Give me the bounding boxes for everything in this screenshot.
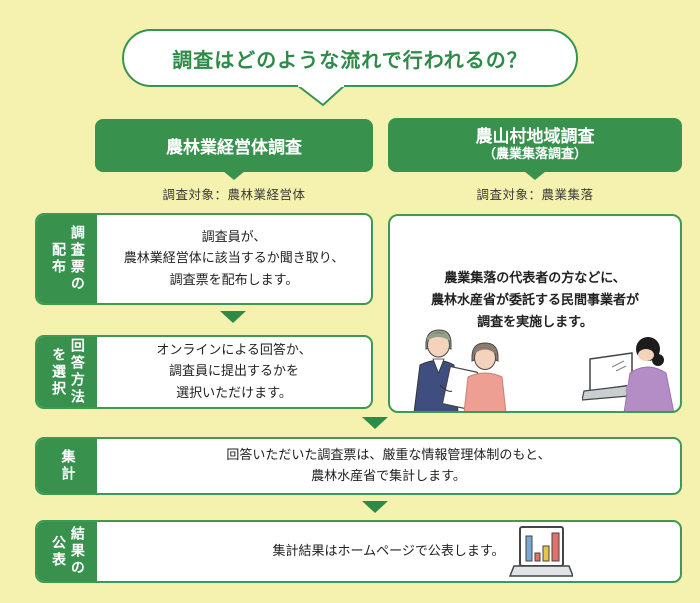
step-body-answer-method: オンラインによる回答か、 調査員に提出するかを 選択いただけます。 bbox=[156, 342, 312, 401]
step-body-publication: 集計結果はホームページで公表します。 bbox=[272, 543, 505, 559]
step-row-distribute: 調査票の 配布 調査員が、 農林業経営体に該当するか聞き取り、 調査票を配布しま… bbox=[35, 213, 373, 305]
down-arrow-icon bbox=[362, 417, 388, 429]
right-survey-subject: 調査対象：農業集落 bbox=[476, 187, 594, 202]
right-column-title-line2: （農業集落調査） bbox=[482, 147, 587, 163]
right-header-tail-icon bbox=[524, 171, 546, 180]
step-body-tabulation: 回答いただいた調査票は、厳重な情報管理体制のもと、 農林水産省で集計します。 bbox=[226, 447, 551, 484]
step-label-distribute: 調査票の 配布 bbox=[37, 215, 97, 303]
right-survey-box: 農業集落の代表者の方などに、 農林水産省が委託する民間事業者が 調査を実施します… bbox=[388, 214, 682, 413]
left-header-tail-icon bbox=[223, 171, 245, 180]
step-label-text: 回答方法 を選択 bbox=[50, 338, 85, 406]
laptop-bar-chart-icon bbox=[509, 526, 573, 577]
step-label-text: 結果の 公表 bbox=[50, 526, 85, 577]
left-column-header: 農林業経営体調査 bbox=[95, 119, 373, 172]
laptop-woman-illustration bbox=[582, 337, 675, 411]
step-row-tabulation: 集計 回答いただいた調査票は、厳重な情報管理体制のもと、 農林水産省で集計します… bbox=[35, 437, 682, 495]
down-arrow-icon bbox=[220, 311, 246, 323]
right-column-title-line1: 農山村地域調査 bbox=[475, 127, 595, 147]
step-body-distribute: 調査員が、 農林業経営体に該当するか聞き取り、 調査票を配布します。 bbox=[123, 229, 345, 288]
page-title: 調査はどのような流れで行われるの？ bbox=[172, 47, 528, 72]
step-label-text: 調査票の 配布 bbox=[50, 225, 85, 293]
down-arrow-icon bbox=[362, 501, 388, 513]
step-row-publication: 結果の 公表 集計結果はホームページで公表します。 bbox=[35, 520, 682, 583]
left-survey-subject: 調査対象：農林業経営体 bbox=[162, 187, 306, 202]
speech-bubble-tail-icon bbox=[296, 85, 346, 107]
title-bubble: 調査はどのような流れで行われるの？ bbox=[122, 29, 578, 87]
step-label-answer-method: 回答方法 を選択 bbox=[37, 337, 97, 407]
step-label-text: 集計 bbox=[59, 449, 76, 483]
step-label-publication: 結果の 公表 bbox=[37, 522, 97, 581]
right-column-header: 農山村地域調査 （農業集落調査） bbox=[388, 118, 682, 172]
left-column-title: 農林業経営体調査 bbox=[166, 138, 302, 158]
surveyor-and-resident-illustration bbox=[413, 329, 507, 411]
step-label-tabulation: 集計 bbox=[37, 439, 97, 493]
step-row-answer-method: 回答方法 を選択 オンラインによる回答か、 調査員に提出するかを 選択いただけま… bbox=[35, 335, 373, 409]
right-survey-description: 農業集落の代表者の方などに、 農林水産省が委託する民間事業者が 調査を実施します… bbox=[430, 271, 639, 331]
